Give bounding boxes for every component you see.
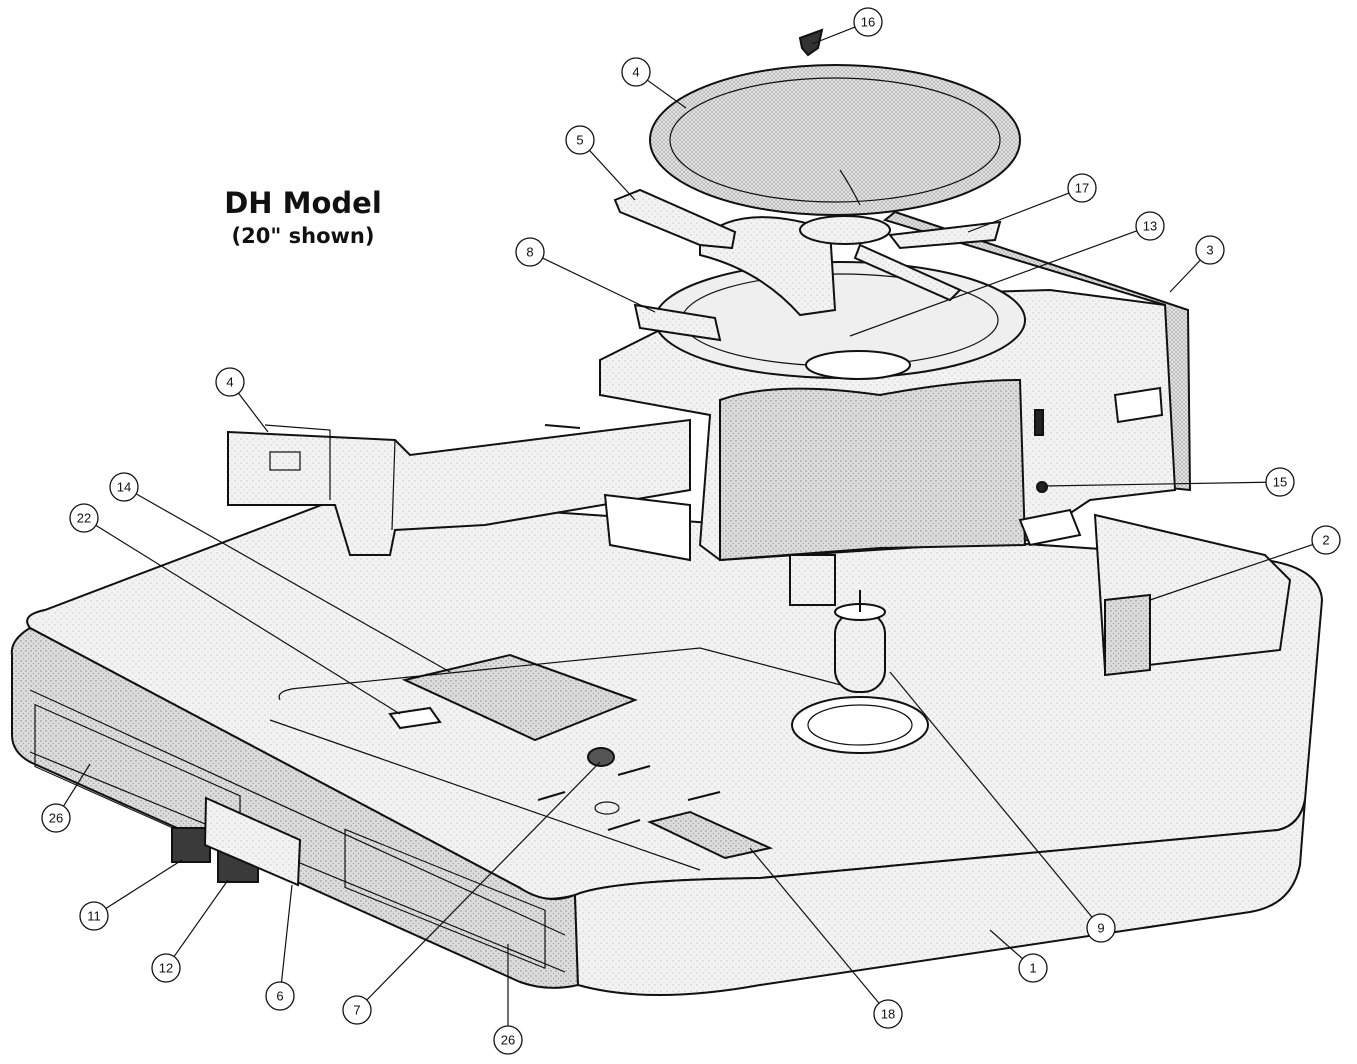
callout-label: 22: [77, 511, 91, 526]
leader-line: [237, 392, 269, 433]
left-duct: [227, 418, 691, 562]
leader-line: [1169, 259, 1201, 293]
leader-line: [647, 79, 687, 109]
leader-line: [366, 761, 601, 1001]
filter-top: [649, 64, 1021, 216]
callout-circle: [1086, 913, 1116, 943]
callout-c11: 11: [79, 859, 183, 931]
model-name: DH Model: [224, 186, 382, 220]
leader-line: [1149, 543, 1313, 601]
callout-circle: [109, 472, 139, 502]
callouts: 16 4 5 17 13 3 8 4 14 22 15 2 26 11 12 6 7 26 18 9 1: [41, 7, 1341, 1055]
callout-label: 26: [49, 811, 63, 826]
callout-c16: 16: [811, 7, 883, 45]
callout-circle: [1135, 211, 1165, 241]
callout-c1: 1: [989, 929, 1048, 983]
callout-c26b: 26: [493, 944, 523, 1055]
leader-line: [889, 671, 1093, 918]
blower-housing: [599, 210, 1292, 693]
callout-label: 15: [1273, 475, 1287, 490]
callout-c26a: 26: [41, 763, 91, 833]
callout-label: 4: [226, 375, 233, 390]
callout-label: 2: [1322, 533, 1329, 548]
callout-circle: [565, 125, 595, 155]
leader-line: [95, 524, 401, 715]
callout-label: 17: [1075, 181, 1089, 196]
leader-line: [1043, 481, 1267, 487]
callout-c6: 6: [265, 884, 295, 1011]
callout-c15: 15: [1043, 467, 1295, 497]
callout-circle: [342, 995, 372, 1025]
callout-circle: [1265, 467, 1295, 497]
callout-c4b: 4: [215, 367, 269, 433]
callout-circle: [1311, 525, 1341, 555]
leader-line: [173, 879, 229, 957]
knob-16: [798, 28, 824, 57]
diagram-title: DH Model (20" shown): [188, 184, 418, 250]
callout-circle: [151, 953, 181, 983]
callout-label: 14: [117, 480, 131, 495]
callout-circle: [1067, 173, 1097, 203]
callout-c12: 12: [151, 879, 229, 983]
leader-line: [749, 847, 880, 1004]
callout-label: 3: [1206, 243, 1213, 258]
leader-line: [542, 257, 656, 313]
callout-label: 12: [159, 961, 173, 976]
callout-label: 5: [576, 133, 583, 148]
callout-c17: 17: [967, 173, 1097, 233]
callout-circle: [79, 901, 109, 931]
callout-c2: 2: [1149, 525, 1341, 601]
callout-label: 6: [276, 989, 283, 1004]
leader-line: [811, 26, 856, 45]
callout-circle: [69, 503, 99, 533]
callout-label: 1: [1029, 961, 1036, 976]
leader-line: [967, 192, 1070, 233]
callout-label: 16: [861, 15, 875, 30]
callout-c3: 3: [1169, 235, 1225, 293]
callout-circle: [621, 57, 651, 87]
callout-c14: 14: [109, 472, 451, 673]
callout-c8: 8: [515, 237, 656, 313]
callout-c18: 18: [749, 847, 903, 1029]
callout-label: 4: [632, 65, 639, 80]
callout-label: 18: [881, 1007, 895, 1022]
callout-label: 8: [526, 245, 533, 260]
callout-c22: 22: [69, 503, 401, 715]
callout-circle: [853, 7, 883, 37]
callout-c4a: 4: [621, 57, 687, 109]
callout-circle: [493, 1025, 523, 1055]
callout-c5: 5: [565, 125, 636, 201]
callout-c7: 7: [342, 761, 601, 1025]
callout-circle: [41, 803, 71, 833]
callout-c13: 13: [849, 211, 1165, 337]
leader-line: [280, 884, 293, 983]
callout-label: 9: [1097, 921, 1104, 936]
leader-line: [105, 859, 183, 909]
callout-label: 11: [87, 909, 101, 924]
switch-assembly: [171, 796, 302, 887]
leader-line: [849, 230, 1138, 337]
base-shroud: [10, 496, 1324, 996]
leader-line: [989, 929, 1023, 960]
callout-label: 13: [1143, 219, 1157, 234]
callout-label: 26: [501, 1033, 515, 1048]
callout-circle: [515, 237, 545, 267]
callout-label: 7: [353, 1003, 360, 1018]
callout-circle: [265, 981, 295, 1011]
bracket-5: [613, 188, 737, 250]
size-note: (20" shown): [231, 224, 375, 248]
callout-circle: [1018, 953, 1048, 983]
callout-circle: [1195, 235, 1225, 265]
leader-line: [62, 763, 91, 807]
callout-circle: [873, 999, 903, 1029]
clamp-8: [633, 303, 722, 342]
callout-c9: 9: [889, 671, 1116, 943]
leader-line: [135, 493, 451, 673]
leader-line: [589, 149, 636, 201]
callout-circle: [215, 367, 245, 397]
